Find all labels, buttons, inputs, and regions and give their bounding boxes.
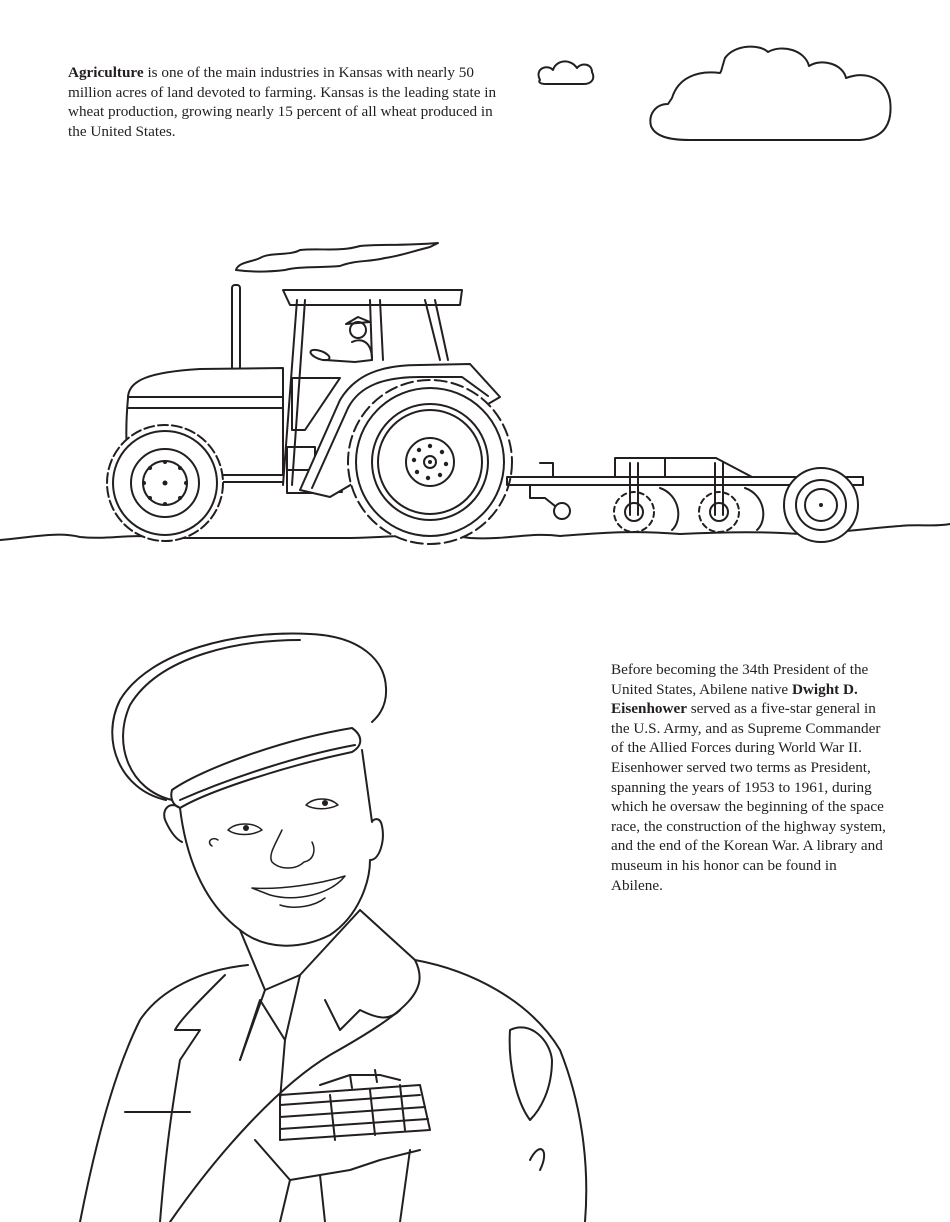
eisenhower-text-before: Before becoming the 34th President of th… [611,661,869,698]
smoke [235,242,439,273]
rear-wheel [347,379,513,545]
eisenhower-text-after: served as a five-star general in the U.S… [611,700,886,894]
agriculture-bold-term: Agriculture [68,64,144,81]
small-cloud-icon [537,60,595,85]
ribbon-bars [279,1069,431,1141]
tractor-illustration [0,242,950,545]
front-wheel [106,424,224,542]
ground-line [0,523,950,541]
disc-harrow [506,457,864,543]
cap-crown [111,632,388,801]
large-cloud-icon [649,45,892,141]
agriculture-text: is one of the main industries in Kansas … [68,64,497,140]
agriculture-paragraph: Agriculture is one of the main industrie… [68,63,508,141]
face-outline [179,749,384,947]
eisenhower-paragraph: Before becoming the 34th President of th… [611,660,891,895]
eisenhower-bold-name: Dwight D. Eisenhower [611,680,858,718]
